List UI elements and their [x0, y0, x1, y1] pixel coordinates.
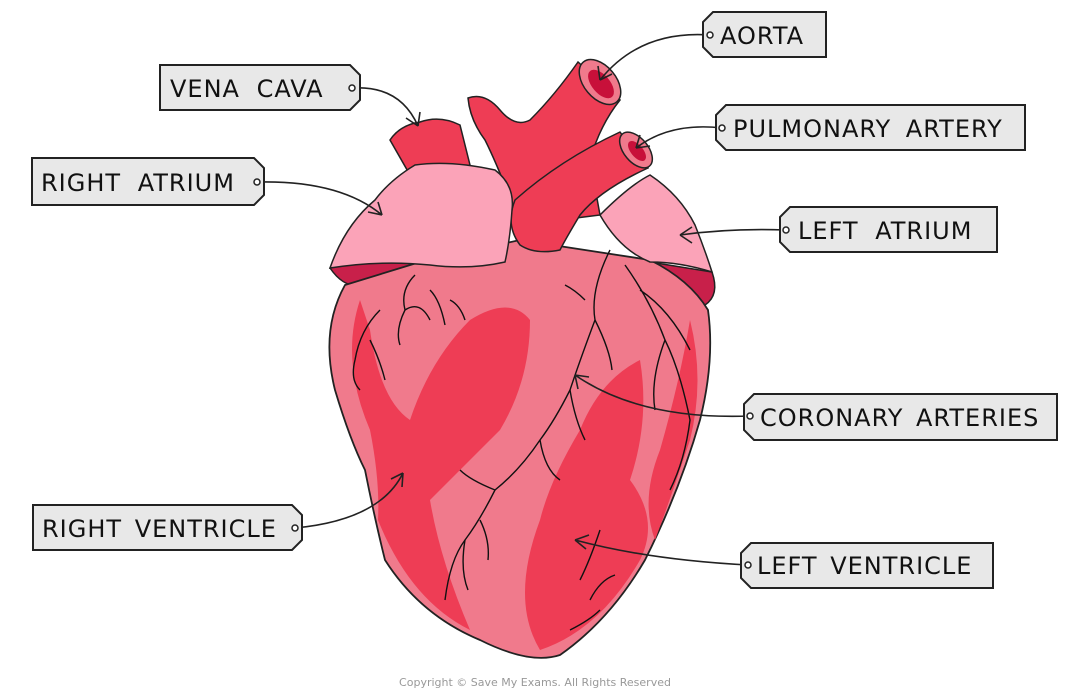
left-atrium — [599, 174, 714, 274]
aorta-lumen — [588, 69, 614, 99]
label-right-atrium: RIGHT ATRIUM — [31, 157, 265, 206]
right-ventricle-region — [352, 300, 530, 630]
pulmonary-lumen — [628, 141, 646, 161]
label-vena-cava: VENA CAVA — [159, 64, 361, 111]
label-pulmonary-artery: PULMONARY ARTERY — [715, 104, 1026, 151]
label-right-ventricle: RIGHT VENTRICLE — [32, 504, 303, 551]
label-text: RIGHT VENTRICLE — [42, 515, 277, 543]
label-left-atrium: LEFT ATRIUM — [779, 206, 998, 253]
label-text: AORTA — [720, 22, 804, 50]
label-text: RIGHT ATRIUM — [41, 169, 235, 197]
label-text: PULMONARY ARTERY — [733, 115, 1003, 143]
pulmonary-artery-vessel — [510, 131, 650, 253]
label-left-ventricle: LEFT VENTRICLE — [740, 542, 994, 589]
label-text: VENA CAVA — [170, 75, 324, 103]
label-coronary-arteries: CORONARY ARTERIES — [743, 393, 1058, 441]
label-text: LEFT ATRIUM — [798, 217, 972, 245]
left-edge-region — [648, 320, 698, 540]
coronary-arteries — [352, 249, 691, 631]
label-aorta: AORTA — [702, 11, 827, 58]
vena-cava-vessel — [389, 118, 471, 176]
right-atrium — [328, 162, 514, 269]
label-text: LEFT VENTRICLE — [757, 552, 972, 580]
label-text: CORONARY ARTERIES — [760, 404, 1039, 432]
left-ventricle-region — [525, 360, 648, 650]
leader-lines — [256, 33, 787, 566]
copyright-notice: Copyright © Save My Exams. All Rights Re… — [399, 676, 671, 689]
